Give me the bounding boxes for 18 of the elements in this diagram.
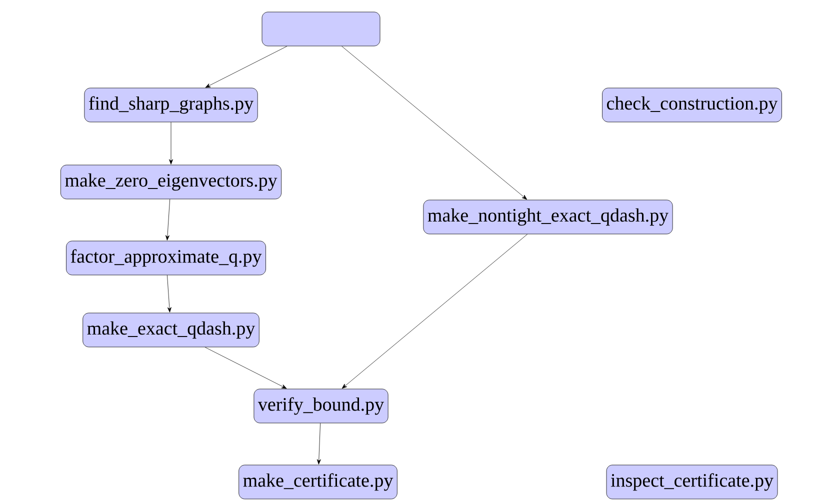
- arrow: [342, 234, 528, 389]
- arrow: [167, 275, 172, 312]
- arrow: [166, 199, 170, 240]
- arrow: [205, 46, 288, 88]
- arrow: [169, 122, 173, 164]
- script-box: make_zero_eigenvectors.py: [60, 164, 282, 200]
- script-box: find_sharp_graphs.py: [84, 88, 258, 122]
- script-box: make_certificate.py: [238, 464, 398, 500]
- script-box: check_construction.py: [602, 88, 782, 122]
- arrow: [316, 423, 321, 464]
- script-box: make_nontight_exact_qdash.py: [423, 200, 673, 234]
- arrow: [342, 46, 528, 200]
- arrow: [204, 347, 287, 389]
- script-box: verify_bound.py: [254, 388, 388, 424]
- script-box: factor_approximate_q.py: [66, 240, 266, 276]
- empty-box: [262, 12, 380, 46]
- script-box: inspect_certificate.py: [606, 464, 778, 500]
- script-box: make_exact_qdash.py: [82, 312, 260, 348]
